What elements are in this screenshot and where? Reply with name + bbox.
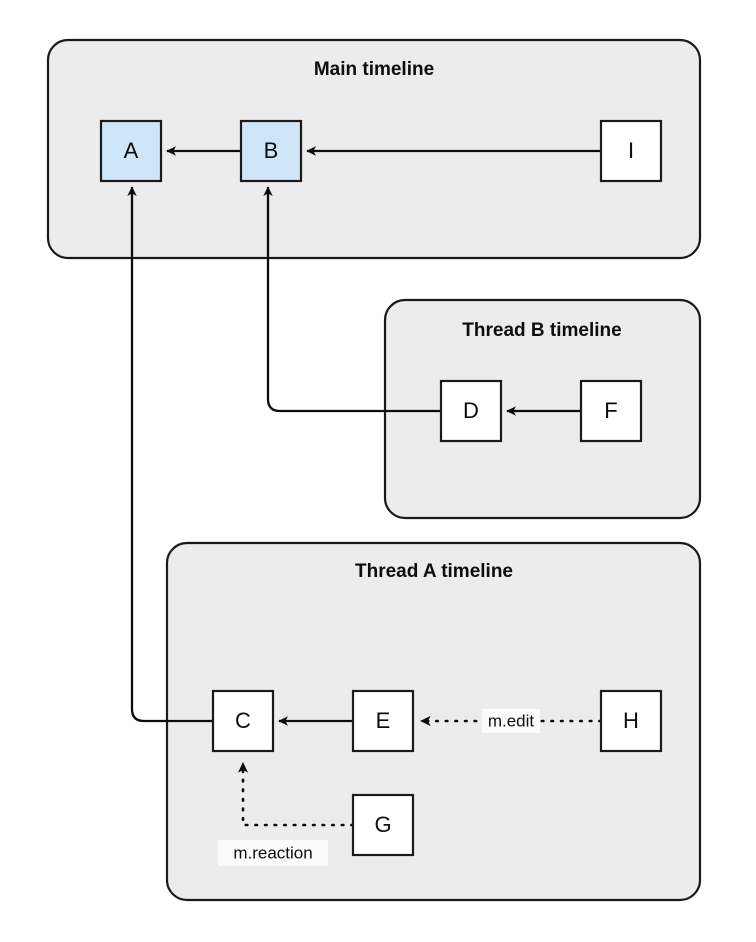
node-G-label: G: [374, 812, 391, 837]
container-main-timeline[interactable]: Main timeline: [46, 38, 702, 260]
node-B-box: [239, 119, 303, 183]
node-F-label: F: [604, 398, 617, 423]
timeline-containers: Main timeline Thread B timeline Thread A…: [46, 38, 702, 902]
node-G[interactable]: G: [351, 793, 415, 857]
node-E-box: [351, 689, 415, 753]
edge-D-to-B[interactable]: [263, 186, 441, 413]
node-C[interactable]: C: [211, 689, 275, 753]
container-main-timeline-shape: [46, 38, 702, 260]
edge-label-m-edit[interactable]: m.edit: [482, 709, 540, 733]
node-F-box: [579, 379, 643, 443]
node-A-label: A: [124, 138, 139, 163]
node-D-label: D: [463, 398, 479, 423]
diagram-edge-labels: m.edit m.reaction: [218, 709, 540, 866]
node-A[interactable]: A: [99, 119, 163, 183]
node-B-label: B: [264, 138, 279, 163]
edge-label-m-reaction[interactable]: m.reaction: [218, 840, 328, 866]
edge-label-m-reaction-bg: [218, 840, 328, 866]
node-F[interactable]: F: [579, 379, 643, 443]
edge-label-m-edit-bg: [482, 709, 540, 733]
container-thread-b-timeline-shape: [383, 298, 702, 520]
node-H-box: [599, 689, 663, 753]
node-I-label: I: [628, 138, 634, 163]
node-C-box: [211, 689, 275, 753]
node-A-box: [99, 119, 163, 183]
edge-label-m-edit-text: m.edit: [488, 711, 535, 730]
edge-C-to-A[interactable]: [127, 186, 213, 723]
node-D[interactable]: D: [439, 379, 503, 443]
node-D-box: [439, 379, 503, 443]
diagram-edges: [127, 146, 603, 827]
node-C-label: C: [235, 708, 251, 733]
container-thread-b-timeline-title: Thread B timeline: [462, 320, 621, 341]
node-B[interactable]: B: [239, 119, 303, 183]
node-G-box: [351, 793, 415, 857]
node-I[interactable]: I: [599, 119, 663, 183]
node-I-box: [599, 119, 663, 183]
container-thread-b-timeline[interactable]: Thread B timeline: [383, 298, 702, 520]
edge-label-m-reaction-text: m.reaction: [233, 843, 312, 862]
node-E[interactable]: E: [351, 689, 415, 753]
container-thread-a-timeline-title: Thread A timeline: [355, 561, 513, 582]
diagram-nodes: A B I D F C: [99, 119, 663, 857]
container-main-timeline-title: Main timeline: [314, 59, 434, 80]
node-H-label: H: [623, 708, 639, 733]
node-H[interactable]: H: [599, 689, 663, 753]
node-E-label: E: [376, 708, 391, 733]
